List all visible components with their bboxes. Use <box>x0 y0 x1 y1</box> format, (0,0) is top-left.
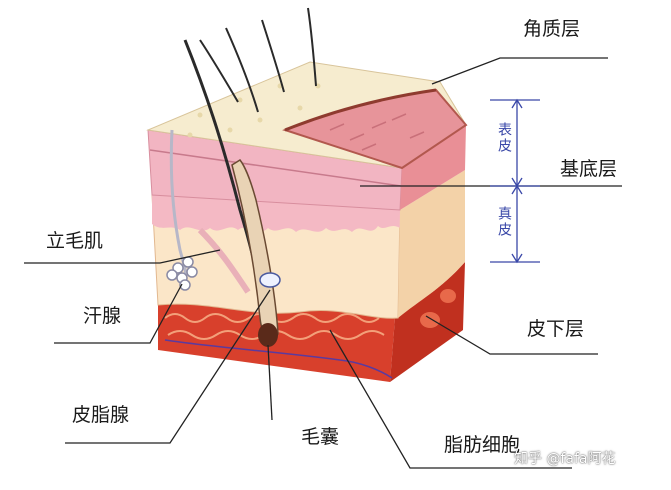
arrector-pili-label: 立毛肌 <box>46 230 104 252</box>
blood-vessel <box>164 339 393 379</box>
sweat-duct <box>169 129 188 279</box>
basal-layer-label: 基底层 <box>560 158 618 180</box>
subcutaneous-fat-front <box>158 304 395 382</box>
hair-follicle-label: 毛囊 <box>301 426 340 448</box>
subcutaneous-label: 皮下层 <box>527 318 585 340</box>
stratum-corneum-edge <box>284 88 437 132</box>
basal-line <box>149 149 402 187</box>
sebaceous-gland-label: 皮脂腺 <box>72 404 130 426</box>
peel-cells <box>329 113 425 151</box>
fat-cell-side-2 <box>440 289 456 303</box>
dermal-papillae <box>152 195 400 232</box>
epidermis-side <box>400 125 466 210</box>
epidermis-label: 表皮 <box>496 122 512 154</box>
hair-shafts <box>199 7 317 113</box>
fat-cells-label: 脂肪细胞 <box>444 434 521 456</box>
hair-bulb <box>258 323 278 347</box>
dermis-label: 真皮 <box>496 206 512 238</box>
arrector-pili-shape <box>197 227 251 294</box>
watermark: 知乎 @fafa阿花 <box>514 451 616 467</box>
dermis-side <box>398 170 465 318</box>
sebaceous-gland-shape <box>259 272 281 288</box>
fat-cell-side <box>420 312 440 328</box>
sweat-gland-label: 汗腺 <box>83 305 122 327</box>
stratum-corneum-label: 角质层 <box>523 18 581 40</box>
sweat-gland-coil <box>166 256 198 291</box>
layer-brackets <box>490 98 540 264</box>
